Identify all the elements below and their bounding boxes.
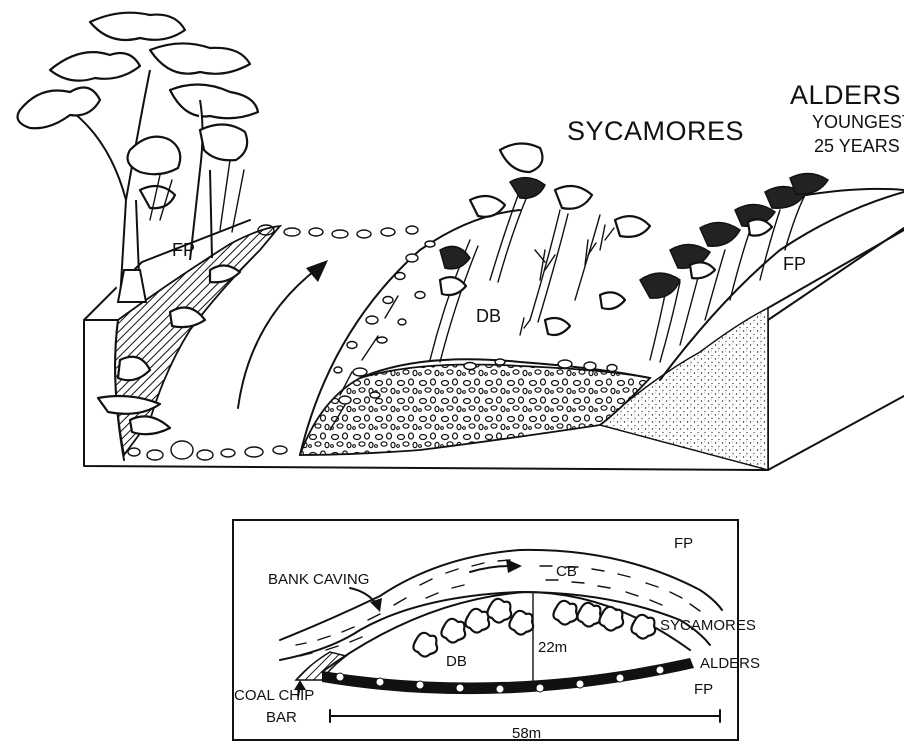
point-bar-gravel [300,365,650,456]
plan-label-bank-caving: BANK CAVING [268,571,369,588]
label-youngest: YOUNGEST [812,112,904,132]
plan-label-db: DB [446,653,467,670]
plan-label-sycamores: SYCAMORES [660,617,756,634]
plan-label-coal-chip: COAL CHIP [234,687,314,704]
label-db-block: DB [476,306,501,326]
label-fp-left: FP [172,240,195,260]
plan-label-bar: BAR [266,709,297,726]
plan-label-length: 58m [512,725,541,742]
label-alders: ALDERS [790,80,901,110]
plan-label-cb: CB [556,563,577,580]
label-sycamores: SYCAMORES [567,116,744,146]
block-diagram: SYCAMORES ALDERS YOUNGEST 25 YEARS FP FP… [18,13,904,470]
left-caving-bank [98,226,280,455]
label-age: 25 YEARS [814,136,900,156]
plan-label-fp-bottom: FP [694,681,713,698]
plan-label-alders: ALDERS [700,655,760,672]
flow-arrow [238,260,328,408]
sycamore-trees [430,143,650,362]
plan-view: FP CB BANK CAVING SYCAMORES DB 22m ALDER… [233,520,760,742]
plan-label-fp-top: FP [674,535,693,552]
plan-label-width: 22m [538,639,567,656]
label-fp-right: FP [783,254,806,274]
